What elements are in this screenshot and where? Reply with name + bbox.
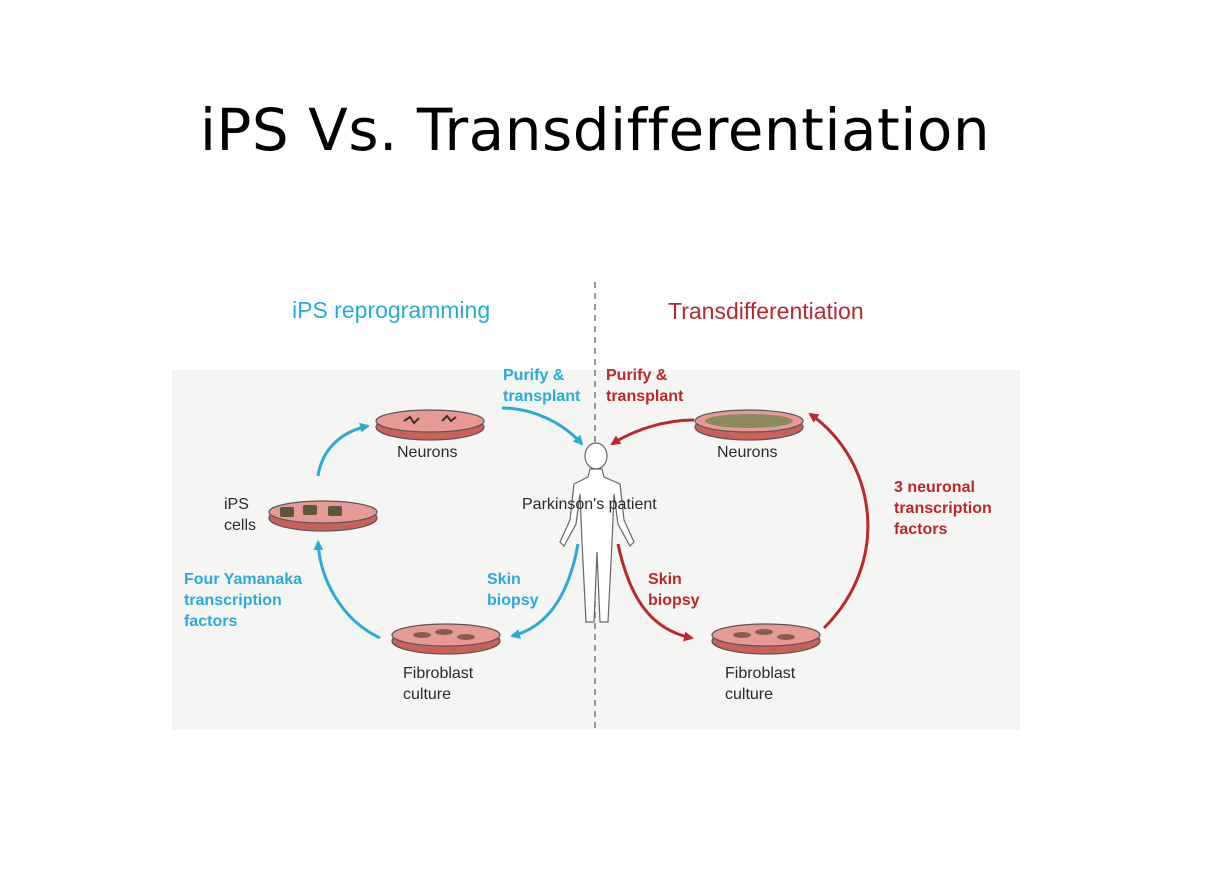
diagram-graphics xyxy=(268,282,870,730)
fibroblast-culture-right: Fibroblast culture xyxy=(725,665,796,703)
arrow-ips-to-neurons xyxy=(316,422,370,477)
transdifferentiation-heading: Transdifferentiation xyxy=(668,298,864,324)
arrow-neurons-to-patient-right xyxy=(610,418,695,446)
dish-fibroblast-right xyxy=(711,623,821,655)
neurons-label-right: Neurons xyxy=(717,444,778,461)
arrow-fibroblast-to-neurons-right xyxy=(808,412,870,630)
human-figure xyxy=(559,442,635,623)
purify-transplant-right: Purify & transplant xyxy=(606,367,684,405)
arrow-patient-to-fibroblast-right xyxy=(616,543,694,642)
arrow-fibroblast-to-ips xyxy=(313,540,381,640)
arrow-neurons-to-patient-left xyxy=(501,406,584,446)
arrow-patient-to-fibroblast-left xyxy=(510,543,580,639)
ips-cells-label: iPS cells xyxy=(224,496,257,534)
skin-biopsy-left: Skin biopsy xyxy=(487,571,539,609)
yamanaka-factors-label: Four Yamanaka transcription factors xyxy=(184,571,302,630)
neurons-label-left: Neurons xyxy=(397,444,458,461)
purify-transplant-left: Purify & transplant xyxy=(503,367,581,405)
slide-title: iPS Vs. Transdifferentiation xyxy=(199,96,991,164)
fibroblast-culture-left: Fibroblast culture xyxy=(403,665,474,703)
dish-neurons-left xyxy=(375,409,485,441)
dish-fibroblast-left xyxy=(391,623,501,655)
skin-biopsy-right: Skin biopsy xyxy=(648,571,700,609)
dish-neurons-right xyxy=(694,409,804,441)
comparison-figure: iPS reprogramming Transdifferentiation P… xyxy=(172,280,1020,732)
dish-ips-cells xyxy=(268,500,378,532)
parkinsons-patient-label: Parkinson's patient xyxy=(522,496,657,513)
ips-reprogramming-heading: iPS reprogramming xyxy=(292,297,491,323)
neuronal-factors-label: 3 neuronal transcription factors xyxy=(894,479,992,538)
